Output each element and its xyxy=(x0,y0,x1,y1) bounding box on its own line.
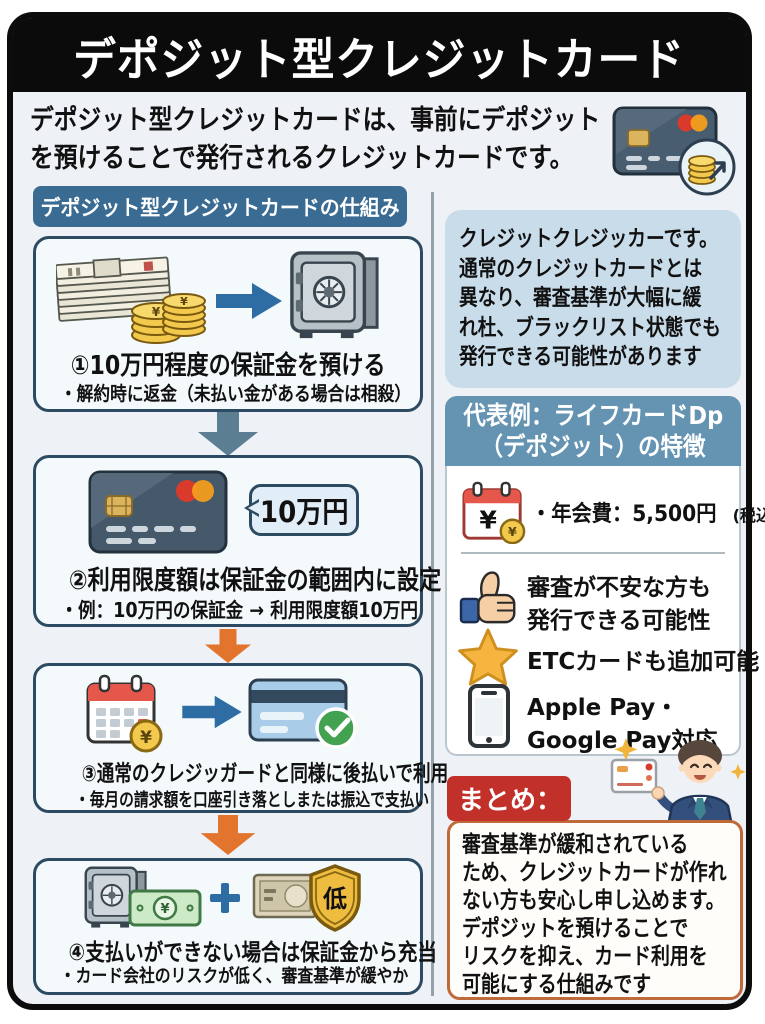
summary-line: リスクを抑え、カード利用を xyxy=(462,944,708,970)
page-header: デポジット型クレジットカード xyxy=(13,18,746,92)
smartphone-icon xyxy=(468,684,510,748)
safe-icon xyxy=(290,251,379,339)
yen-symbol: ¥ xyxy=(160,902,169,917)
annual-fee-text: ・年会費：5,500円(税込) xyxy=(531,502,765,527)
yen-symbol: ¥ xyxy=(180,295,188,308)
step-2-note: ・例：10万円の保証金 → 利用限度額10万円 xyxy=(60,598,418,622)
right-arrow-icon xyxy=(216,283,282,319)
down-arrow-icon xyxy=(200,815,256,855)
yen-symbol: ¥ xyxy=(479,505,497,534)
features-box: ¥ ¥ ・年会費：5,500円(税込) 審査が不安な方も 発行できる可能性 ET… xyxy=(445,466,765,756)
safe-icon xyxy=(84,866,147,928)
intro-text-line-1: デポジット型クレジットカードは、事前にデポジット xyxy=(30,105,601,136)
right-arrow-icon xyxy=(182,695,242,729)
summary-line: 可能にする仕組みです xyxy=(462,972,652,998)
star-icon xyxy=(458,628,518,686)
summary-line: デポジットを預けることで xyxy=(462,916,689,942)
card-back-check-icon xyxy=(248,678,357,749)
example-title-line-2: （デポジット）の特徴 xyxy=(480,432,706,461)
mechanism-section-title: デポジット型クレジットカードの仕組み xyxy=(40,195,400,220)
man-with-card-illustration xyxy=(610,738,746,826)
down-arrow-icon xyxy=(204,629,252,663)
step-3-title: ③通常のクレジッガードと同様に後払いで利用 xyxy=(81,762,449,787)
summary-line: 審査基準が緩和されている xyxy=(462,832,689,858)
calendar-yen-icon: ¥ ¥ xyxy=(462,481,526,544)
plus-icon xyxy=(210,883,240,913)
step-1-note: ・解約時に返金（未払い金がある場合は相殺） xyxy=(59,383,412,405)
low-shield-label: 低 xyxy=(322,885,347,913)
column-divider xyxy=(431,192,434,996)
step-3-box: ¥ ③通常のクレジッガードと同様に後払いで利用 ・毎月の請求額を口座引き落としま… xyxy=(33,663,449,813)
description-line: れ杜、ブラックリスト状態でも xyxy=(459,315,721,341)
beige-banknote-icon xyxy=(252,873,318,919)
summary-box: 審査基準が緩和されている ため、クレジットカードが作れ ない方も安心し申し込めま… xyxy=(447,820,743,1000)
feature-review-line-1: 審査が不安な方も xyxy=(527,575,711,601)
feature-review-line-2: 発行できる可能性 xyxy=(527,608,711,634)
amount-bubble: 10万円 xyxy=(244,484,359,536)
step-1-box: ¥ ¥ ①10万円程度の保証金を預ける ・解約時に返金（未払い金がある場合は相殺… xyxy=(33,236,423,412)
step-3-note: ・毎月の請求額を口座引き落としまたは振込で支払い xyxy=(74,790,430,811)
down-arrow-icon xyxy=(198,412,258,456)
calendar-icon: ¥ xyxy=(86,674,163,753)
sparkle-icon xyxy=(730,764,746,780)
feature-etc-line: ETCカードも追加可能 xyxy=(527,649,760,675)
intro-text-line-2: を預けることで発行されるクレジットカードです。 xyxy=(30,143,574,174)
yen-symbol: ¥ xyxy=(508,524,517,539)
description-line: 異なり、審査基準が大幅に緩 xyxy=(459,286,702,311)
description-line: 発行できる可能性があります xyxy=(459,345,702,370)
amount-bubble-label: 10万円 xyxy=(259,495,349,529)
thumbs-up-icon xyxy=(459,571,516,624)
description-line: クレジットクレジッカーです。 xyxy=(459,227,718,252)
summary-line: ため、クレジットカードが作れ xyxy=(462,860,727,886)
summary-line: ない方も安心し申し込めます。 xyxy=(462,888,725,914)
example-section-header: 代表例：ライフカードDp （デポジット）の特徴 xyxy=(445,396,741,466)
yen-symbol: ¥ xyxy=(140,728,152,748)
page-title: デポジット型クレジットカード xyxy=(73,32,686,86)
sparkle-icon xyxy=(614,738,638,761)
green-banknote-icon: ¥ xyxy=(128,889,202,927)
step-4-note: ・カード会社のリスクが低く、審査基準が緩やか xyxy=(59,966,409,987)
step-4-box: ¥ 低 ④支払いができない場合は保証金から充当 ・カード会社のリスクが低く、審査… xyxy=(33,858,437,995)
summary-label: まとめ： xyxy=(458,786,563,816)
step-4-title: ④支払いができない場合は保証金から充当 xyxy=(68,940,437,966)
feature-divider xyxy=(461,552,725,554)
description-line: 通常のクレジットカードとは xyxy=(459,256,703,282)
description-box: クレジットクレジッカーです。 通常のクレジットカードとは 異なり、審査基準が大幅… xyxy=(445,210,741,388)
summary-tab: まとめ： xyxy=(447,776,571,821)
mechanism-section-header: デポジット型クレジットカードの仕組み xyxy=(33,186,407,227)
step-2-title: ②利用限度額は保証金の範囲内に設定 xyxy=(68,566,442,596)
low-shield-icon: 低 xyxy=(309,864,361,932)
step-2-box: 10万円 ②利用限度額は保証金の範囲内に設定 ・例：10万円の保証金 → 利用限… xyxy=(33,455,442,627)
example-title-line-1: 代表例：ライフカードDp xyxy=(463,401,723,430)
feature-pay-line-1: Apple Pay・ xyxy=(527,695,679,721)
yen-symbol: ¥ xyxy=(152,305,161,319)
card-with-coins-icon xyxy=(612,106,736,196)
money-stack-icon: ¥ ¥ xyxy=(56,256,206,344)
check-icon xyxy=(315,707,357,749)
step-1-title: ①10万円程度の保証金を預ける xyxy=(70,351,386,381)
credit-card-icon xyxy=(88,470,228,554)
